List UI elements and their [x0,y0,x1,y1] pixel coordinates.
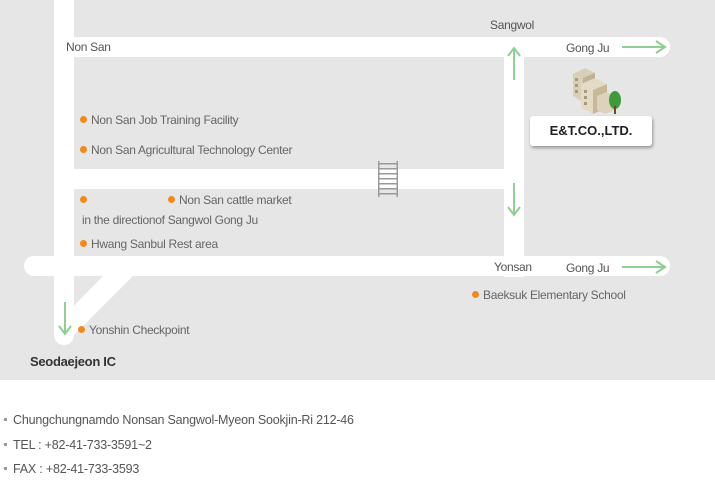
company-name: E&T.CO.,LTD. [549,123,633,138]
tel-line: TEL : +82-41-733-3591~2 [4,438,152,452]
place-yonsan: Yonsan [494,260,532,274]
arrow-down-icon [507,183,521,217]
poi-agri-center: Non San Agricultural Technology Center [80,143,292,157]
address-text: Chungchungnamdo Nonsan Sangwol-Myeon Soo… [13,413,354,427]
poi-rest-area: Hwang Sanbul Rest area [80,237,218,251]
arrow-right-icon [622,40,667,54]
place-non-san: Non San [66,40,111,54]
poi-marker-icon [78,326,85,334]
poi-label: Non San Job Training Facility [91,113,239,127]
bullet-icon [4,467,7,471]
place-sangwol: Sangwol [490,18,534,32]
poi-label: Baeksuk Elementary School [483,288,626,302]
poi-marker-icon [80,196,87,204]
fax-text: FAX : +82-41-733-3593 [13,462,140,476]
road-right-vertical [504,37,524,277]
fax-line: FAX : +82-41-733-3593 [4,462,139,476]
poi-label: Non San Agricultural Technology Center [91,143,293,157]
bullet-icon [4,443,7,447]
poi-cattle-market: Non San cattle market [168,193,292,207]
poi-marker-icon [80,146,87,154]
poi-label: Yonshin Checkpoint [89,323,190,337]
poi-marker-icon [472,291,479,299]
poi-yonshin-checkpoint: Yonshin Checkpoint [78,323,190,337]
road-diagonal [60,275,134,335]
poi-marker-icon [168,196,175,204]
poi-label: Hwang Sanbul Rest area [91,237,218,251]
building-icon [573,68,621,114]
road-middle-horizontal [54,169,524,189]
poi-marker-icon [80,240,87,248]
contact-info: Chungchungnamdo Nonsan Sangwol-Myeon Soo… [0,380,715,485]
arrow-down-icon [58,302,72,336]
location-map: E&T.CO.,LTD. Non San Sangwol Gong Ju Yon… [0,0,715,380]
place-gong-ju-top: Gong Ju [566,41,610,55]
poi-label: Non San cattle market [179,193,292,207]
railway-icon [378,161,398,197]
address-line: Chungchungnamdo Nonsan Sangwol-Myeon Soo… [4,413,354,427]
road-bottom-horizontal [24,256,670,276]
poi-marker-unlabeled [80,193,91,207]
place-gong-ju-bottom: Gong Ju [566,261,610,275]
direction-note: in the directionof Sangwol Gong Ju [82,213,258,227]
poi-marker-icon [80,116,87,124]
arrow-right-icon [622,260,667,274]
arrow-up-icon [507,46,521,80]
poi-job-training: Non San Job Training Facility [80,113,239,127]
tel-text: TEL : +82-41-733-3591~2 [13,438,152,452]
bullet-icon [4,418,7,422]
poi-baeksuk-school: Baeksuk Elementary School [472,288,626,302]
company-label: E&T.CO.,LTD. [530,116,652,146]
place-seodaejeon-ic: Seodaejeon IC [30,354,116,369]
